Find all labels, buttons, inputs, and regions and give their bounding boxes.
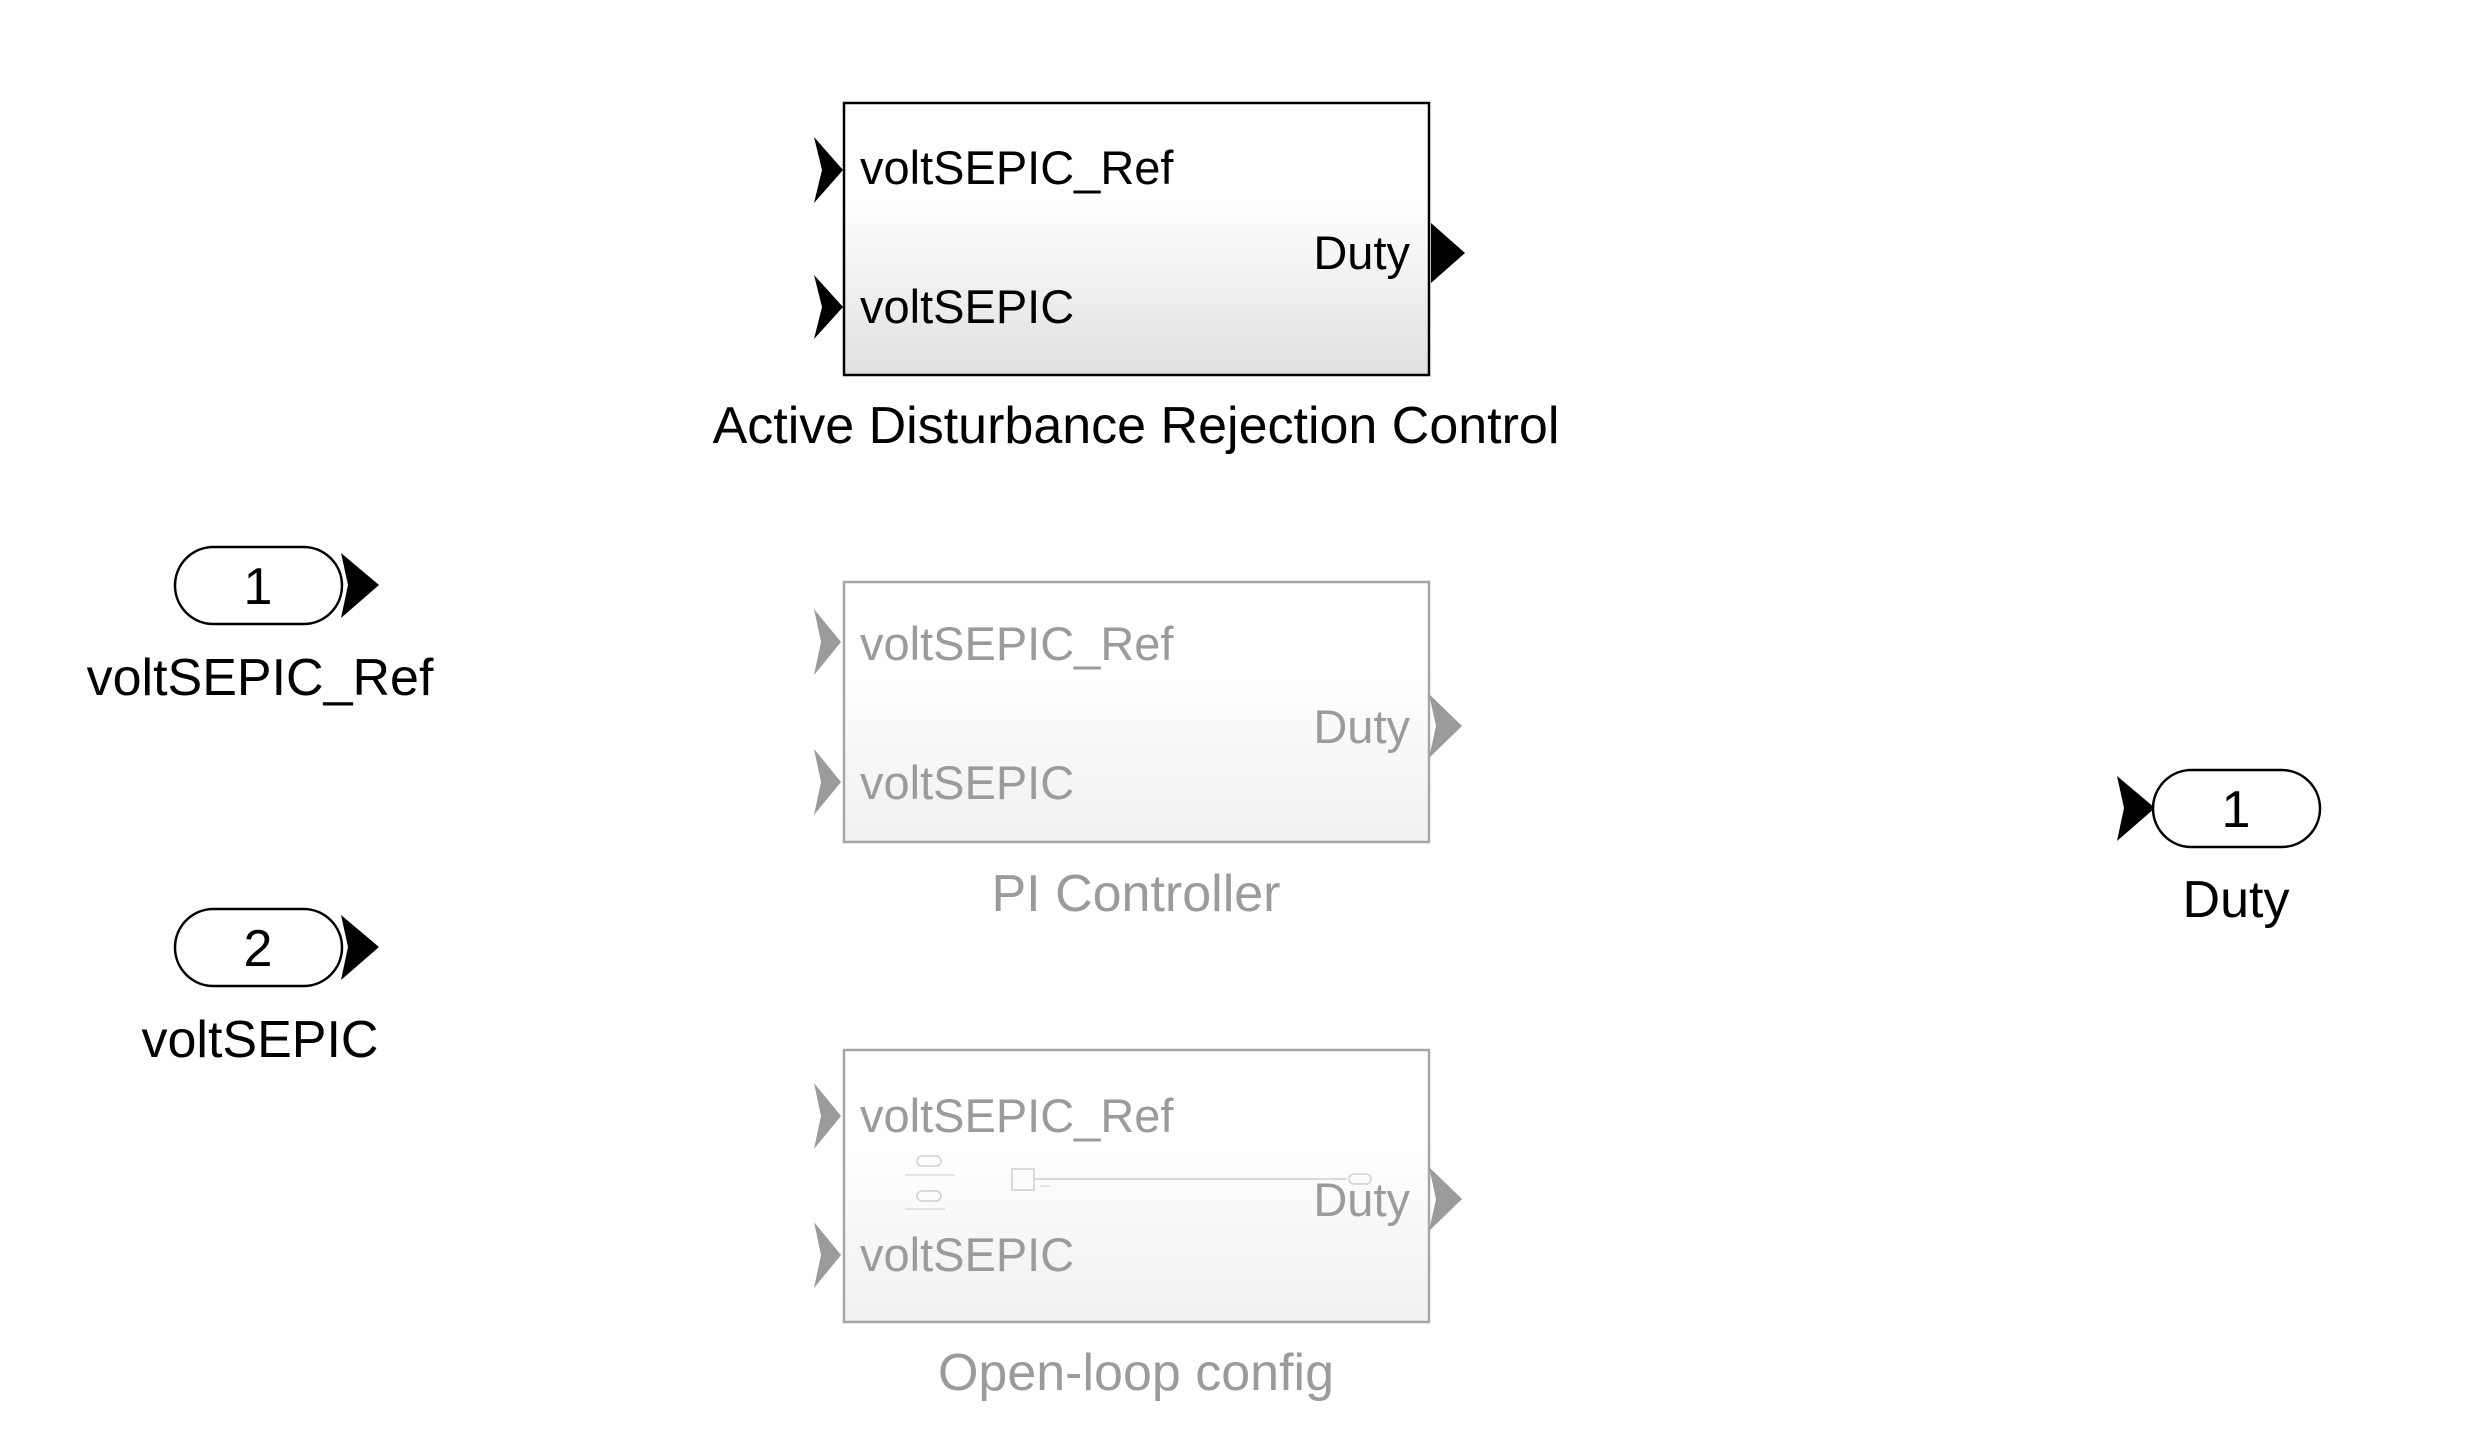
input-port-arrow-icon[interactable] — [814, 749, 841, 815]
output-port-arrow-icon[interactable] — [341, 915, 379, 980]
input-port-arrow-icon[interactable] — [814, 1083, 841, 1149]
port-label-out-duty: Duty — [1313, 1173, 1410, 1226]
block-name-pi-controller[interactable]: PI Controller — [992, 865, 1281, 923]
inport-2-body[interactable] — [173, 907, 344, 988]
subsystem-adrc-body[interactable] — [842, 101, 1431, 377]
inport-1-name[interactable]: voltSEPIC_Ref — [87, 649, 434, 707]
outport-1-number: 1 — [2222, 781, 2251, 839]
input-port-arrow-icon[interactable] — [814, 609, 841, 675]
port-label-in-ref: voltSEPIC_Ref — [860, 141, 1174, 194]
port-label-in-ref: voltSEPIC_Ref — [860, 1089, 1174, 1142]
output-port-arrow-icon[interactable] — [1429, 694, 1462, 758]
inport-2-number: 2 — [244, 920, 273, 978]
subsystem-adrc[interactable]: voltSEPIC_Ref voltSEPIC Duty Active Dist… — [713, 101, 1560, 455]
inport-1-body[interactable] — [173, 545, 344, 626]
outport-1-body[interactable] — [2151, 768, 2322, 849]
subsystem-open-loop[interactable]: voltSEPIC_Ref voltSEPIC Duty Open-loop c… — [814, 1048, 1462, 1402]
port-label-in-volt: voltSEPIC — [860, 280, 1074, 333]
outport-1-block[interactable]: 1 Duty — [2117, 768, 2322, 929]
inport-1-number: 1 — [244, 558, 273, 616]
output-port-arrow-icon[interactable] — [1431, 223, 1465, 283]
subsystem-content-preview — [905, 1155, 1372, 1210]
block-name-adrc[interactable]: Active Disturbance Rejection Control — [713, 397, 1560, 455]
port-label-out-duty: Duty — [1313, 226, 1410, 279]
port-label-out-duty: Duty — [1313, 700, 1410, 753]
port-label-in-ref: voltSEPIC_Ref — [860, 617, 1174, 670]
output-port-arrow-icon[interactable] — [341, 553, 379, 618]
input-port-arrow-icon[interactable] — [814, 137, 843, 203]
subsystem-pi-controller[interactable]: voltSEPIC_Ref voltSEPIC Duty PI Controll… — [814, 580, 1462, 923]
port-label-in-volt: voltSEPIC — [860, 1228, 1074, 1281]
inport-2-block[interactable]: 2 voltSEPIC — [142, 907, 379, 1069]
subsystem-open-loop-body[interactable] — [842, 1048, 1431, 1324]
input-port-arrow-icon[interactable] — [814, 1222, 841, 1288]
block-name-open-loop[interactable]: Open-loop config — [938, 1344, 1334, 1402]
output-port-arrow-icon[interactable] — [1429, 1167, 1462, 1231]
inport-2-name[interactable]: voltSEPIC — [142, 1011, 379, 1069]
port-label-in-volt: voltSEPIC — [860, 756, 1074, 809]
input-port-arrow-icon[interactable] — [814, 275, 843, 339]
outport-1-name[interactable]: Duty — [2183, 871, 2290, 929]
inport-1-block[interactable]: 1 voltSEPIC_Ref — [87, 545, 434, 707]
input-port-arrow-icon[interactable] — [2117, 776, 2155, 841]
subsystem-pi-body[interactable] — [842, 580, 1431, 844]
